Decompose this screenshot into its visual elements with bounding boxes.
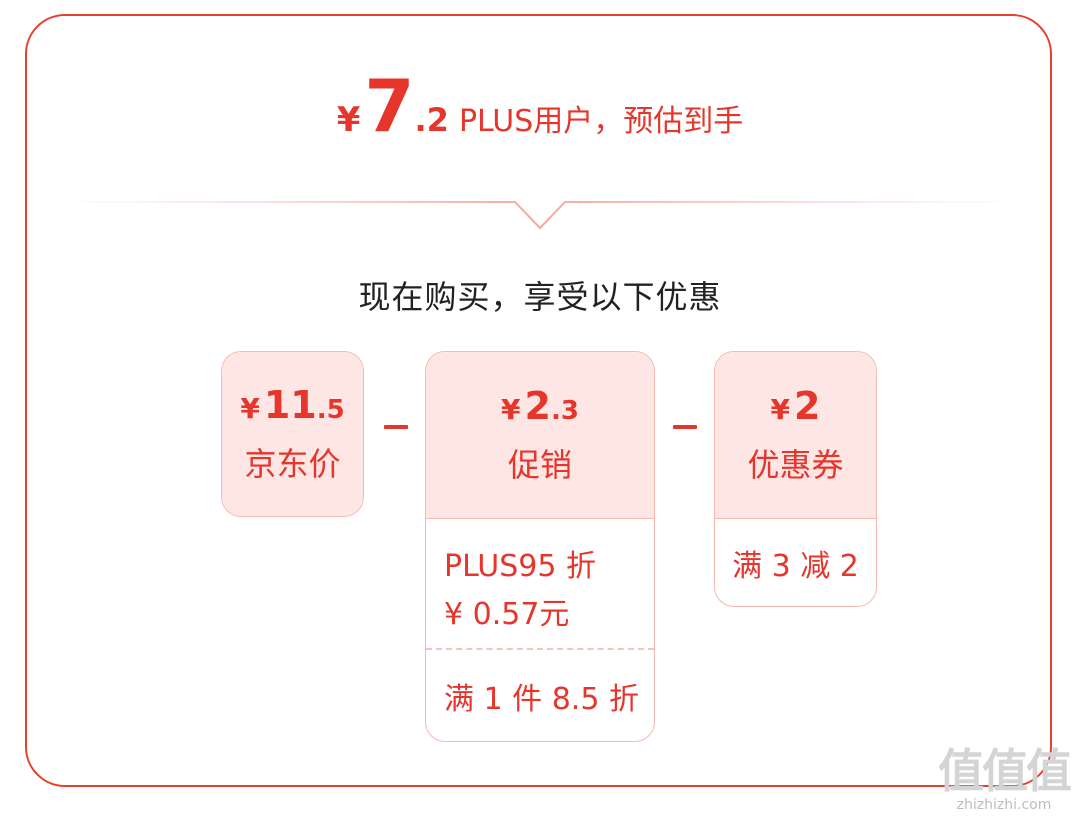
- watermark: 值值值 zhizhizhi.com: [938, 735, 1072, 813]
- main-frame: [25, 14, 1052, 787]
- promo-amount: ¥ 2 .3: [501, 384, 579, 428]
- jd-int: 11: [263, 383, 317, 427]
- promo-plus-amount: ¥ 0.57元: [444, 597, 570, 632]
- jd-dec: .5: [316, 395, 345, 425]
- coupon-label: 优惠券: [747, 446, 844, 484]
- promo-bulk-discount: 满 1 件 8.5 折: [444, 682, 639, 717]
- headline-text: PLUS用户，预估到手: [458, 104, 744, 139]
- jd-yen: ¥: [240, 392, 260, 425]
- jd-price-card: ¥ 11 .5 京东价: [221, 351, 364, 517]
- headline-price-decimal: .2: [414, 101, 449, 139]
- jd-price-label: 京东价: [244, 445, 341, 483]
- promo-dec: .3: [550, 396, 579, 426]
- headline-price-integer: 7: [364, 64, 415, 148]
- promo-label: 促销: [507, 446, 572, 484]
- coupon-card: ¥ 2 优惠券 满 3 减 2: [714, 351, 877, 607]
- watermark-logo: 值值值: [938, 744, 1072, 798]
- coupon-yen: ¥: [770, 393, 791, 426]
- watermark-url: zhizhizhi.com: [956, 797, 1052, 813]
- promo-int: 2: [524, 384, 551, 428]
- jd-price-amount: ¥ 11 .5: [240, 383, 344, 427]
- coupon-int: 2: [794, 384, 821, 428]
- promo-yen: ¥: [501, 393, 521, 426]
- minus-sign-2: [673, 425, 697, 429]
- promo-plus-discount: PLUS95 折 ¥ 0.57元: [426, 518, 654, 650]
- final-price-headline: ¥ 7 .2 PLUS用户，预估到手: [0, 70, 1080, 160]
- coupon-condition: 满 3 减 2: [715, 518, 876, 585]
- coupon-amount: ¥ 2: [771, 384, 821, 428]
- promotion-card: ¥ 2 .3 促销 PLUS95 折 ¥ 0.57元 满 1 件 8.5 折: [425, 351, 655, 742]
- minus-sign-1: [384, 425, 408, 429]
- headline-yen-symbol: ¥: [336, 100, 361, 140]
- promo-plus-line: PLUS95 折: [444, 549, 597, 584]
- divider-arrow: [55, 201, 1025, 230]
- section-subtitle: 现在购买，享受以下优惠: [358, 278, 722, 316]
